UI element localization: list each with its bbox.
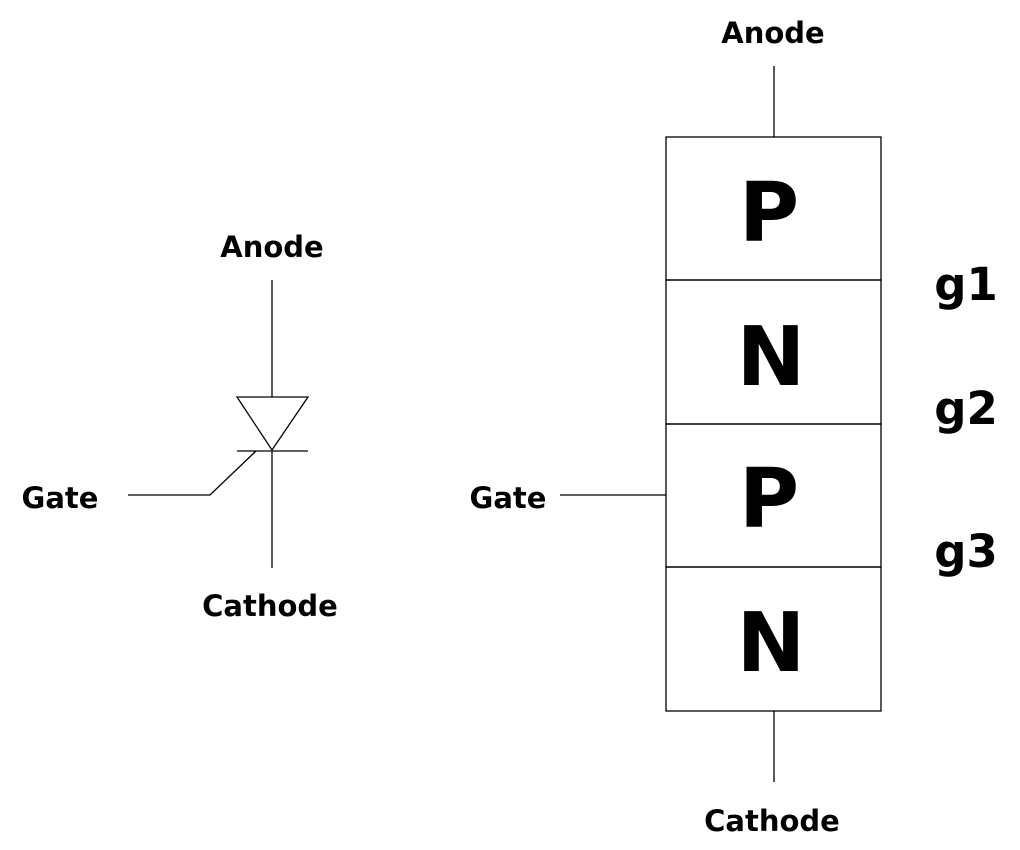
structure-anode-label: Anode: [721, 16, 824, 50]
junction-label-3: g3: [934, 525, 998, 578]
symbol-anode-label: Anode: [220, 230, 323, 264]
pnpn-structure: Anode P N P N g1 g2 g3 Gate Cathode: [470, 16, 998, 838]
junction-label-2: g2: [934, 382, 998, 435]
symbol-diode-triangle: [235, 396, 310, 452]
layer-label-3: P: [739, 452, 799, 547]
scr-symbol: Anode Gate Cathode: [22, 230, 338, 623]
layer-label-1: P: [739, 166, 799, 261]
symbol-gate-lead: [128, 450, 257, 496]
layer-label-4: N: [737, 596, 806, 691]
structure-gate-label: Gate: [470, 481, 547, 515]
symbol-gate-label: Gate: [22, 481, 99, 515]
junction-label-1: g1: [934, 258, 998, 311]
symbol-cathode-label: Cathode: [202, 589, 338, 623]
layer-label-2: N: [737, 310, 806, 405]
structure-cathode-label: Cathode: [704, 804, 840, 838]
